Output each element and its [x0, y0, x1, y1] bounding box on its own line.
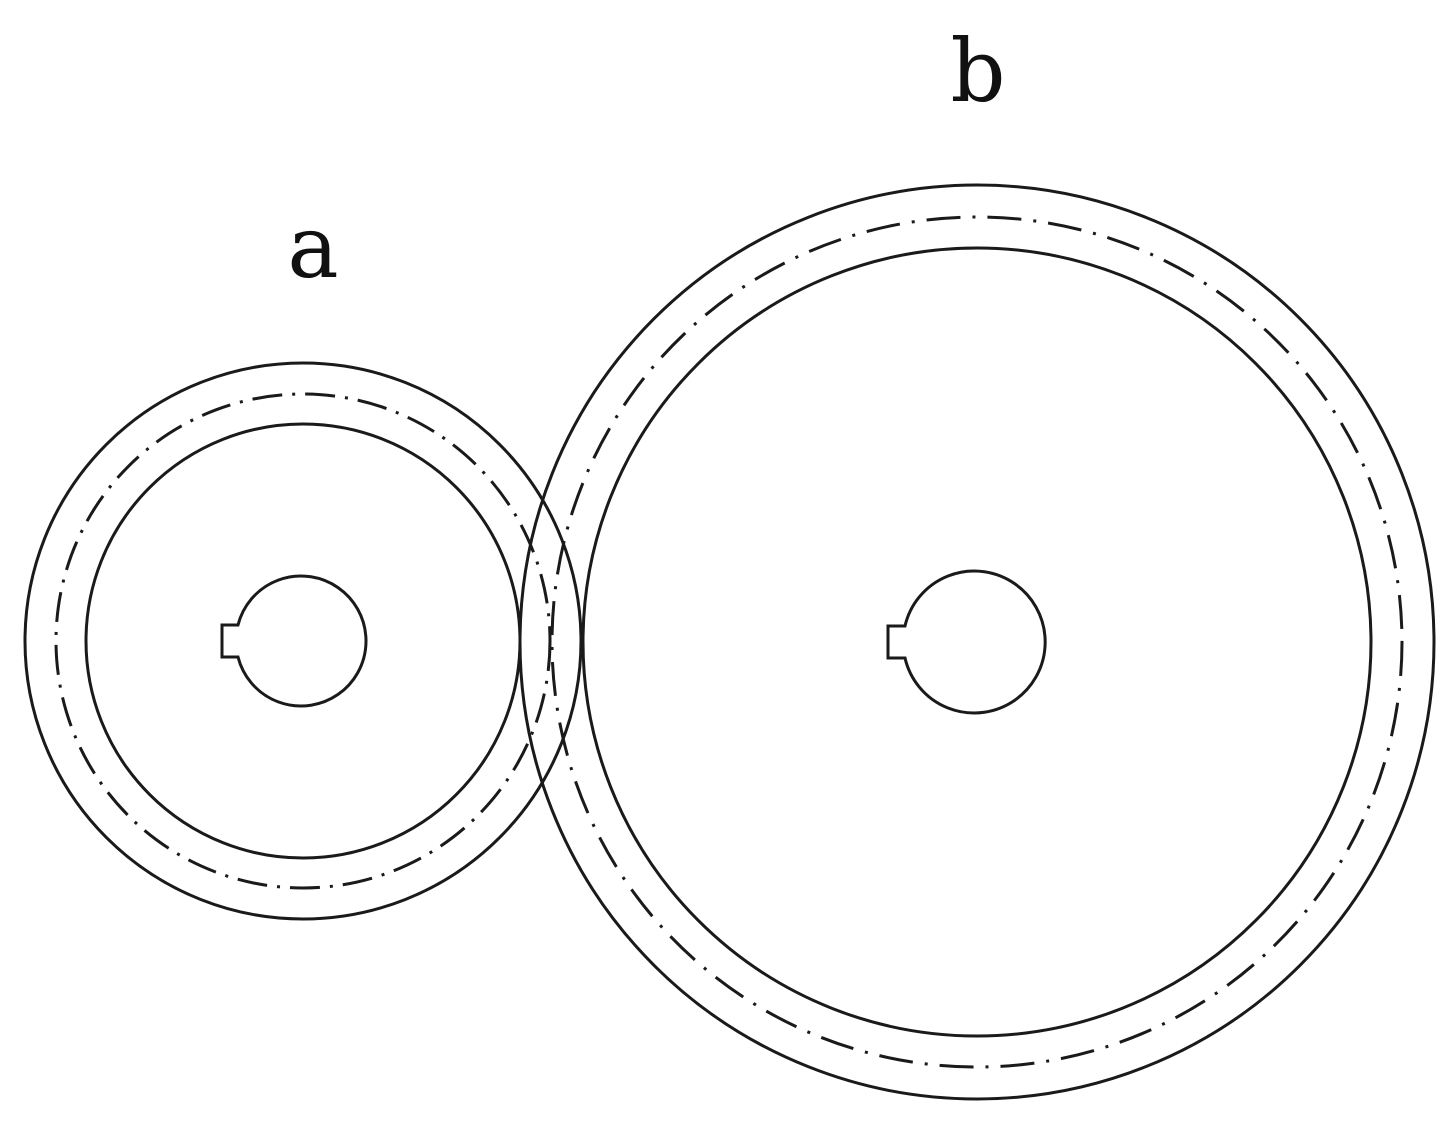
gear-b-pitch-circle [550, 215, 1404, 1069]
gear-a-dedendum-circle [84, 422, 522, 860]
gear-b-keyed-bore [886, 569, 1047, 715]
gear-a-label: a [287, 198, 338, 298]
gear-a [23, 361, 583, 921]
gear-a-keyed-bore [220, 574, 368, 708]
gear-b-label: b [950, 22, 1005, 122]
gear-b [518, 183, 1436, 1101]
gear-a-addendum-circle [23, 361, 583, 921]
gear-b-dedendum-circle [581, 246, 1373, 1038]
gear-b-addendum-circle [518, 183, 1436, 1101]
gear-a-pitch-circle [54, 392, 552, 890]
